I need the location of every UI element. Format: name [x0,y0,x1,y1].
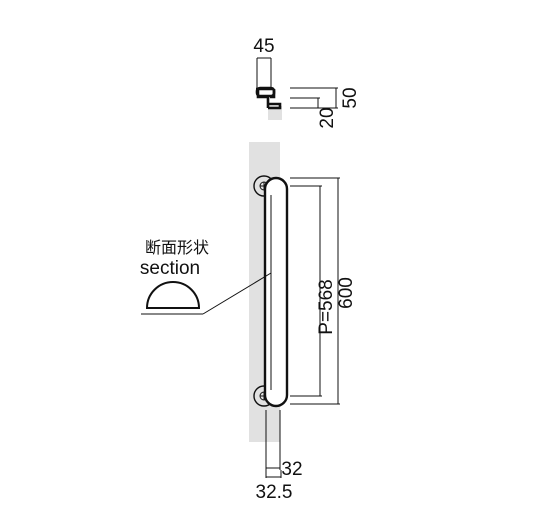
section-callout: 断面形状 section [140,238,272,315]
top-view-door-strip [268,106,282,120]
section-label-jp: 断面形状 [145,238,209,257]
section-label-en: section [140,258,200,279]
top-offset-label: 20 [317,107,338,128]
base-width-label: 32.5 [256,482,293,503]
bar-width-label: 32 [281,459,302,480]
top-width-label: 45 [253,36,274,57]
top-view-handle-cap [255,86,276,98]
top-height-label: 50 [340,87,361,108]
section-leader-line [202,272,272,315]
top-view: 45 50 20 [253,36,361,129]
length-label: 600 [336,277,357,309]
section-profile-shape [145,281,201,309]
handle-bar [263,176,289,408]
top-view-handle-profile [256,87,282,110]
front-view: P=568 600 32 32.5 [249,142,357,503]
pitch-label: P=568 [316,279,337,334]
